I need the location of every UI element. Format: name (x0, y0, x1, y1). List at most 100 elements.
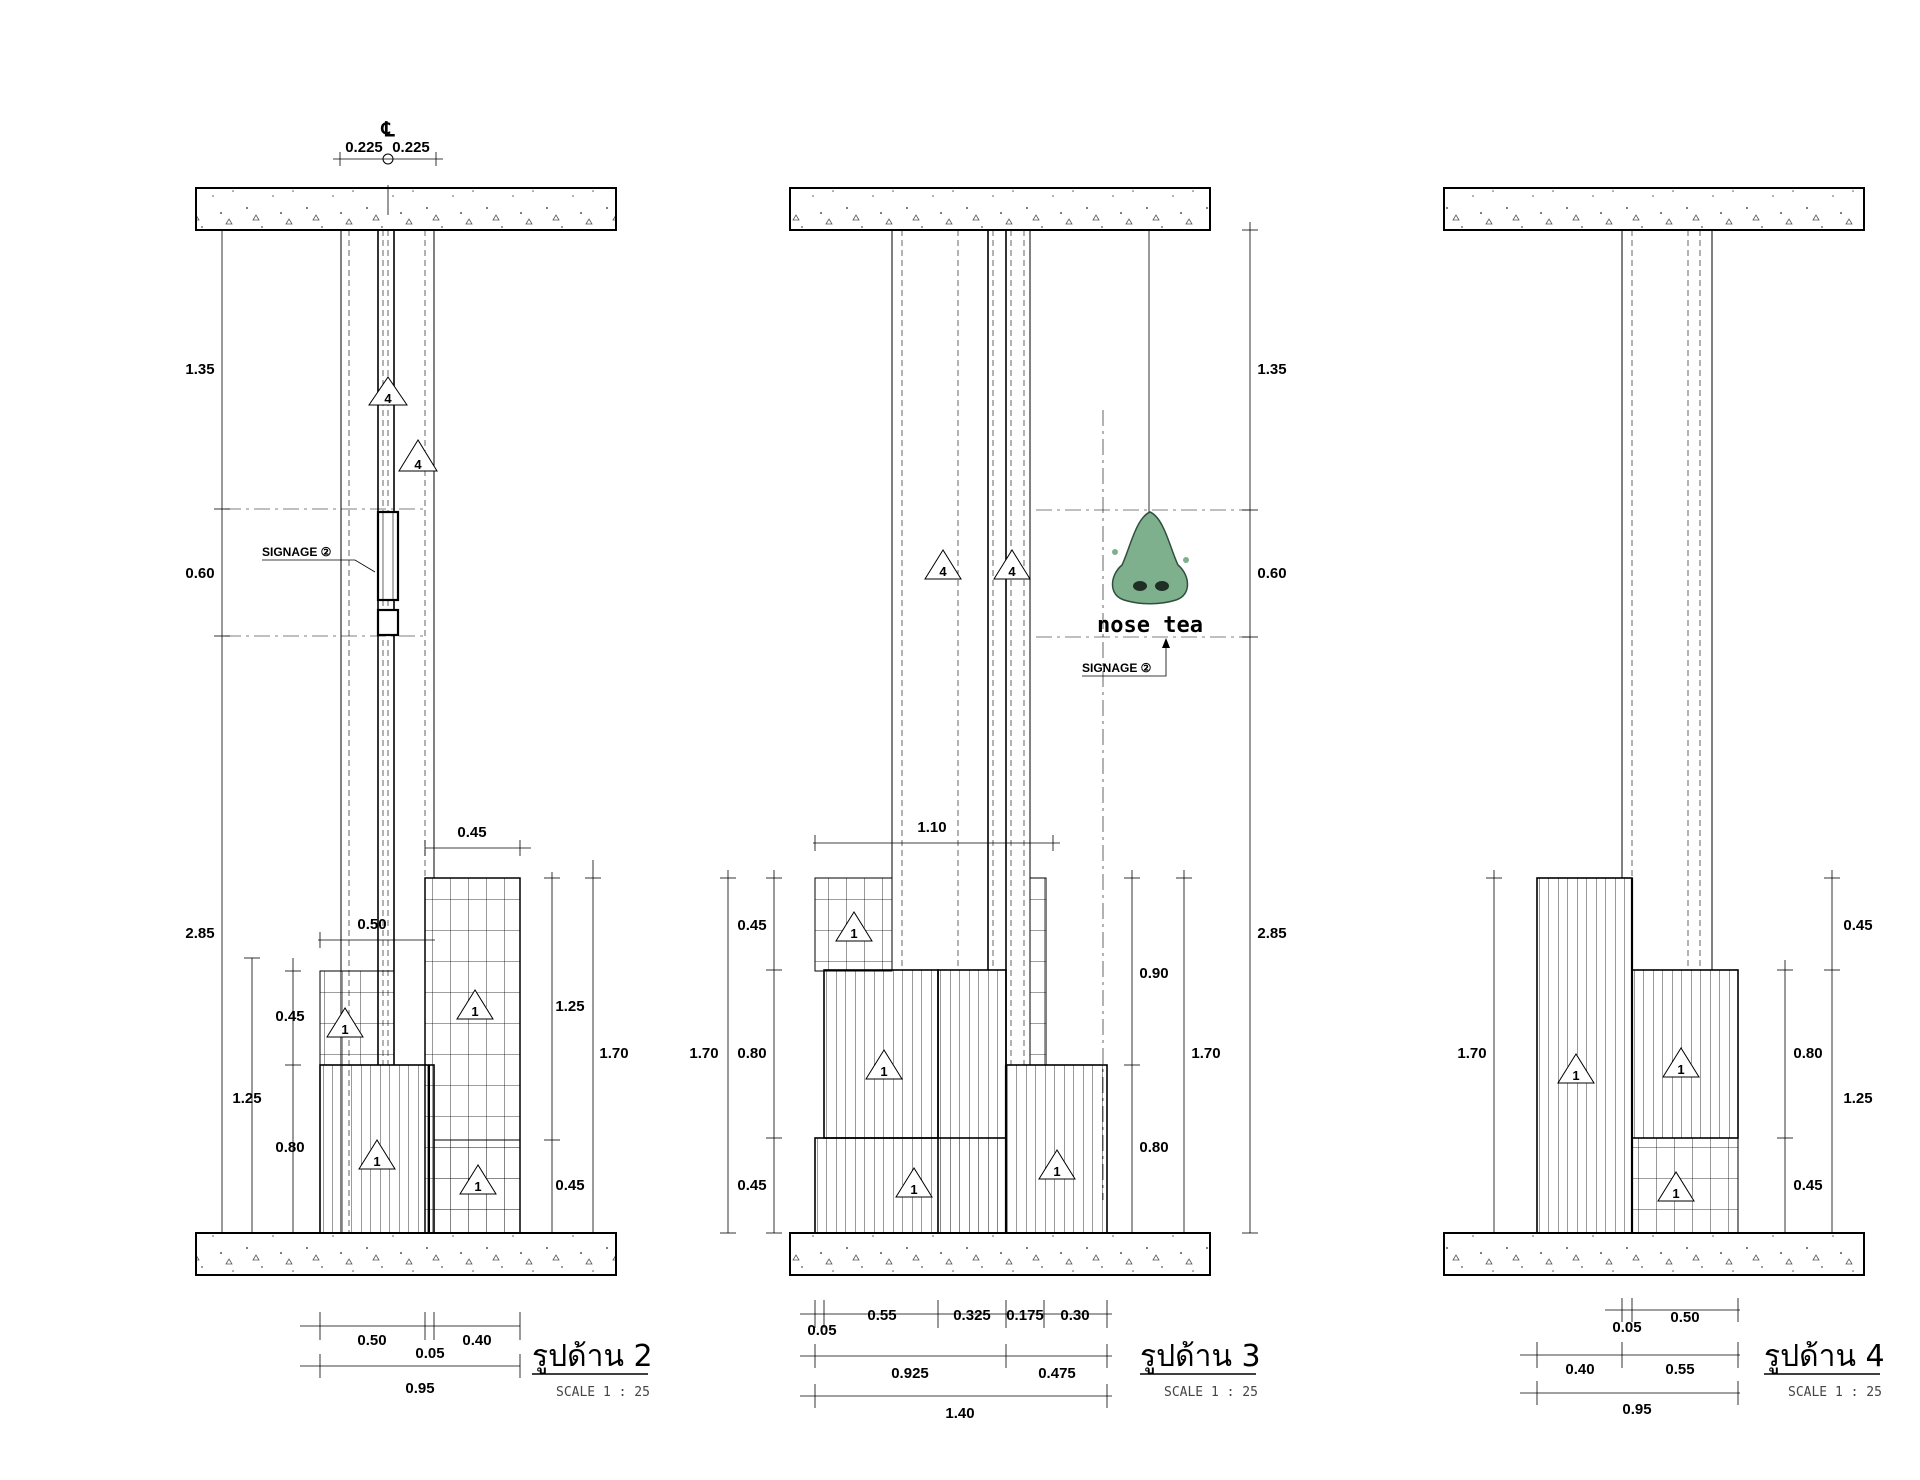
dim-label: 0.45 (275, 1008, 304, 1025)
dim-label: 1.35 (1257, 361, 1286, 378)
svg-text:1: 1 (1053, 1164, 1060, 1179)
signage-guides (1036, 410, 1250, 1200)
planter-box-tall (1536, 877, 1633, 1234)
material-tag: 4 (368, 376, 408, 406)
svg-text:1: 1 (1672, 1186, 1679, 1201)
material-tag: 4 (924, 549, 962, 580)
dimension-lines (214, 229, 601, 1378)
signage-callout: SIGNAGE ② (262, 545, 332, 559)
dim-label: 0.60 (1257, 565, 1286, 582)
dim-label: 1.70 (1191, 1045, 1220, 1062)
dim-label: 0.40 (1565, 1361, 1594, 1378)
planter-box-small-top (319, 970, 395, 1066)
svg-text:1: 1 (474, 1179, 481, 1194)
dim-label: 0.95 (1622, 1401, 1651, 1418)
elevation-title: รูปด้าน 2 (532, 1339, 653, 1374)
material-tag: 4 (398, 439, 438, 472)
planter-box-low (1631, 1137, 1739, 1234)
dim-label: 1.25 (232, 1090, 261, 1107)
brand-logo: nose tea (1097, 511, 1203, 638)
dim-label: 2.85 (1257, 925, 1286, 942)
dim-label: 0.80 (737, 1045, 766, 1062)
dim-label: 0.50 (1670, 1309, 1699, 1326)
dimension-lines (1486, 870, 1840, 1405)
dim-label: 0.45 (1793, 1177, 1822, 1194)
svg-text:1: 1 (850, 926, 857, 941)
dim-label: 0.225 (345, 139, 383, 156)
floor-slab (789, 1232, 1211, 1276)
dim-label: 0.80 (1793, 1045, 1822, 1062)
column (891, 230, 1150, 1065)
dim-label: 0.325 (953, 1307, 991, 1324)
dimension-lines (720, 222, 1258, 1408)
ceiling-slab (789, 187, 1211, 231)
material-tag: 1 (1038, 1149, 1076, 1180)
dim-label: 0.80 (275, 1139, 304, 1156)
elevation-3: 4 4 nose tea SIGNAGE ② (689, 187, 1287, 1422)
dim-label: 1.25 (1843, 1090, 1872, 1107)
planter-box-right (1005, 1064, 1108, 1234)
dim-label: 0.45 (737, 917, 766, 934)
svg-text:1: 1 (1572, 1068, 1579, 1083)
ceiling-slab (1443, 187, 1865, 231)
scale-label: SCALE 1 : 25 (556, 1385, 650, 1400)
dim-label: 0.40 (462, 1332, 491, 1349)
svg-text:1: 1 (910, 1182, 917, 1197)
dim-label: 0.45 (555, 1177, 584, 1194)
dim-label: 0.05 (415, 1345, 444, 1362)
dim-label: 0.60 (185, 565, 214, 582)
dim-label: 1.25 (555, 998, 584, 1015)
elevation-2: ℄ 0.225 0.225 SIGNAGE ② 4 4 (185, 119, 652, 1400)
elevation-title: รูปด้าน 3 (1140, 1339, 1261, 1374)
dim-label: 2.85 (185, 925, 214, 942)
svg-text:1: 1 (1677, 1062, 1684, 1077)
elevation-4: 1 1 1 1.70 0.45 0.80 1.25 0.45 (1443, 187, 1885, 1418)
dim-label: 0.05 (1612, 1319, 1641, 1336)
material-tag: 1 (1662, 1047, 1700, 1078)
dim-label: 1.40 (945, 1405, 974, 1422)
dim-label: 0.925 (891, 1365, 929, 1382)
svg-text:1: 1 (471, 1004, 478, 1019)
floor-slab (1443, 1232, 1865, 1276)
material-tag: 1 (326, 1007, 364, 1038)
planter-box-back (814, 877, 893, 972)
material-tag: 1 (865, 1049, 903, 1080)
dim-label: 0.475 (1038, 1365, 1076, 1382)
svg-text:4: 4 (384, 391, 392, 406)
dim-label: 0.50 (357, 1332, 386, 1349)
callout-leader (1082, 640, 1167, 677)
material-tag: 1 (358, 1139, 396, 1170)
dim-label: 1.70 (1457, 1045, 1486, 1062)
scale-label: SCALE 1 : 25 (1788, 1385, 1882, 1400)
svg-text:4: 4 (1008, 564, 1016, 579)
dim-label: 0.30 (1060, 1307, 1089, 1324)
svg-text:4: 4 (414, 457, 422, 472)
material-tag: 1 (459, 1164, 497, 1195)
svg-text:1: 1 (880, 1064, 887, 1079)
dim-label: 0.175 (1006, 1307, 1044, 1324)
brand-text: nose tea (1097, 613, 1203, 638)
dim-label: 0.95 (405, 1380, 434, 1397)
svg-text:1: 1 (341, 1022, 348, 1037)
dim-label: 0.55 (1665, 1361, 1694, 1378)
dim-label: 0.80 (1139, 1139, 1168, 1156)
dim-top (333, 152, 443, 166)
svg-text:4: 4 (939, 564, 947, 579)
material-tag: 1 (1557, 1053, 1595, 1084)
dim-label: 0.45 (1843, 917, 1872, 934)
dim-label: 0.225 (392, 139, 430, 156)
callout-leader (262, 559, 376, 573)
dim-label: 0.50 (357, 916, 386, 933)
column (1621, 230, 1713, 970)
signage-panel-lower (376, 608, 400, 637)
planter-box-back-right (1029, 877, 1047, 1066)
material-tag: 1 (456, 989, 494, 1020)
nose-logo-icon (1111, 511, 1189, 605)
signage-guides (225, 508, 425, 637)
dim-label: 1.70 (689, 1045, 718, 1062)
dim-label: 0.90 (1139, 965, 1168, 982)
dim-label: 1.35 (185, 361, 214, 378)
elevation-title: รูปด้าน 4 (1764, 1339, 1885, 1374)
material-tag: 1 (835, 911, 873, 942)
